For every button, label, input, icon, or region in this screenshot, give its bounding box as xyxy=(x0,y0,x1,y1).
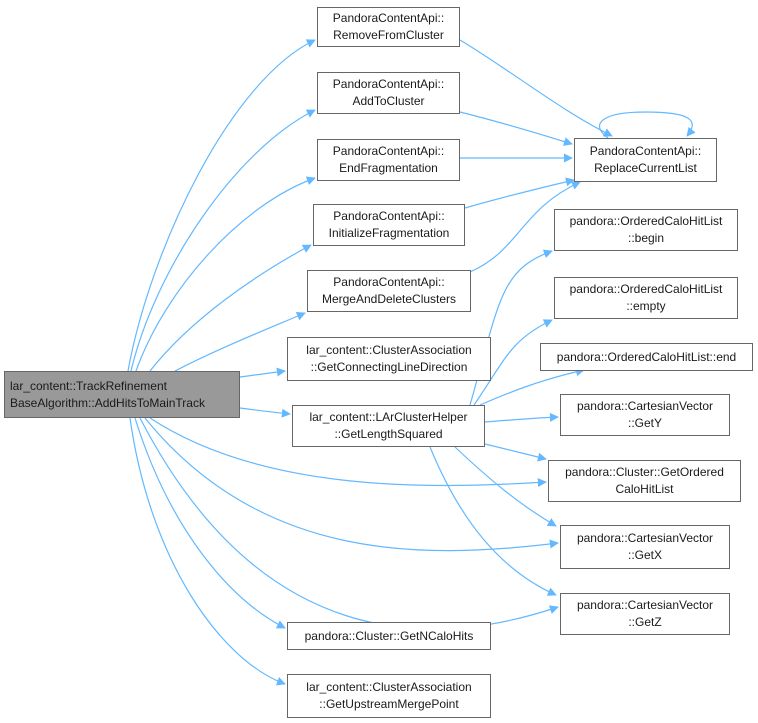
edge-root-get-ordered-calo-hit-list xyxy=(149,417,547,488)
edge-add-to-cluster-replace xyxy=(459,111,573,146)
node-remove-from-cluster-line-1: PandoraContentApi:: xyxy=(332,11,445,25)
node-replace-current-list[interactable]: PandoraContentApi:: ReplaceCurrentList xyxy=(574,138,717,182)
node-end-fragmentation[interactable]: PandoraContentApi:: EndFragmentation xyxy=(317,139,460,181)
node-get-length-squared-line-1: lar_content::LArClusterHelper xyxy=(309,410,468,424)
node-get-connecting-line-direction-line-2: ::GetConnectingLineDirection xyxy=(310,360,468,374)
edge-length-squared-end xyxy=(479,367,585,406)
edge-root-get-length-squared xyxy=(239,407,291,418)
node-cartesian-vector-get-z-line-1: pandora::CartesianVector xyxy=(576,598,714,612)
node-ordered-calo-hit-list-begin-line-1: pandora::OrderedCaloHitList xyxy=(569,214,723,228)
node-cartesian-vector-get-y-line-2: ::GetY xyxy=(627,416,662,430)
node-get-n-calo-hits-line-1: pandora::Cluster::GetNCaloHits xyxy=(304,628,474,643)
node-get-ordered-calo-hit-list[interactable]: pandora::Cluster::GetOrdered CaloHitList xyxy=(548,460,741,502)
node-add-to-cluster-line-2: AddToCluster xyxy=(352,94,425,108)
node-remove-from-cluster[interactable]: PandoraContentApi:: RemoveFromCluster xyxy=(317,7,460,47)
node-initialize-fragmentation-line-2: InitializeFragmentation xyxy=(328,226,450,240)
node-initialize-fragmentation[interactable]: PandoraContentApi:: InitializeFragmentat… xyxy=(313,204,465,246)
call-edges xyxy=(127,39,696,686)
node-get-upstream-merge-point-line-1: lar_content::ClusterAssociation xyxy=(306,680,472,694)
node-get-length-squared[interactable]: lar_content::LArClusterHelper ::GetLengt… xyxy=(292,405,485,447)
node-get-length-squared-line-2: ::GetLengthSquared xyxy=(334,427,443,441)
node-initialize-fragmentation-line-1: PandoraContentApi:: xyxy=(333,209,445,223)
edge-root-get-upstream-merge-point xyxy=(129,417,286,686)
node-cartesian-vector-get-z-line-2: ::GetZ xyxy=(628,615,662,629)
node-ordered-calo-hit-list-begin-line-2: ::begin xyxy=(627,231,665,245)
node-add-to-cluster-line-1: PandoraContentApi:: xyxy=(332,77,445,91)
node-end-fragmentation-line-2: EndFragmentation xyxy=(339,161,438,175)
node-cartesian-vector-get-y-line-1: pandora::CartesianVector xyxy=(576,399,714,413)
node-cartesian-vector-get-y[interactable]: pandora::CartesianVector ::GetY xyxy=(560,394,730,436)
edge-root-merge-and-delete-clusters xyxy=(174,312,306,372)
edge-length-squared-ordered-list xyxy=(484,443,547,462)
node-get-upstream-merge-point[interactable]: lar_content::ClusterAssociation ::GetUps… xyxy=(287,674,491,718)
node-root-line-2: BaseAlgorithm::AddHitsToMainTrack xyxy=(10,395,205,410)
node-cartesian-vector-get-x-line-1: pandora::CartesianVector xyxy=(576,531,714,545)
edge-root-initialize-fragmentation xyxy=(149,244,312,372)
node-replace-current-list-line-1: PandoraContentApi:: xyxy=(589,144,702,158)
edge-root-get-n-calo-hits xyxy=(134,417,286,629)
node-merge-and-delete-clusters-line-1: PandoraContentApi:: xyxy=(333,275,445,289)
edge-root-get-connecting-line xyxy=(239,367,286,378)
node-add-to-cluster[interactable]: PandoraContentApi:: AddToCluster xyxy=(317,72,460,114)
node-get-n-calo-hits[interactable]: pandora::Cluster::GetNCaloHits xyxy=(287,622,491,650)
edge-length-squared-get-z xyxy=(429,446,557,596)
edge-merge-and-delete-replace xyxy=(469,181,581,273)
node-merge-and-delete-clusters[interactable]: PandoraContentApi:: MergeAndDeleteCluste… xyxy=(307,270,471,312)
edge-length-squared-get-y xyxy=(484,412,559,423)
node-get-connecting-line-direction-line-1: lar_content::ClusterAssociation xyxy=(306,343,472,357)
node-ordered-calo-hit-list-end-line-1: pandora::OrderedCaloHitList::end xyxy=(556,349,737,364)
node-get-ordered-calo-hit-list-line-1: pandora::Cluster::GetOrdered xyxy=(565,465,724,479)
node-ordered-calo-hit-list-begin[interactable]: pandora::OrderedCaloHitList ::begin xyxy=(554,209,738,251)
node-replace-current-list-line-2: ReplaceCurrentList xyxy=(594,161,697,175)
node-remove-from-cluster-line-2: RemoveFromCluster xyxy=(333,28,444,42)
node-ordered-calo-hit-list-end[interactable]: pandora::OrderedCaloHitList::end xyxy=(540,343,753,371)
edge-root-remove-from-cluster xyxy=(127,39,316,372)
node-root: lar_content::TrackRefinement BaseAlgorit… xyxy=(4,371,240,418)
node-ordered-calo-hit-list-empty-line-1: pandora::OrderedCaloHitList xyxy=(569,282,723,296)
edge-root-get-x xyxy=(144,417,559,552)
node-ordered-calo-hit-list-empty-line-2: ::empty xyxy=(626,299,666,313)
edge-initialize-fragmentation-replace xyxy=(464,177,575,209)
node-ordered-calo-hit-list-empty[interactable]: pandora::OrderedCaloHitList ::empty xyxy=(554,277,738,319)
edge-length-squared-empty xyxy=(473,319,553,406)
node-end-fragmentation-line-1: PandoraContentApi:: xyxy=(332,144,445,158)
node-cartesian-vector-get-x[interactable]: pandora::CartesianVector ::GetX xyxy=(560,525,730,569)
node-cartesian-vector-get-z[interactable]: pandora::CartesianVector ::GetZ xyxy=(560,593,730,635)
edge-root-end-fragmentation xyxy=(135,176,316,372)
node-cartesian-vector-get-x-line-2: ::GetX xyxy=(627,548,662,562)
node-get-connecting-line-direction[interactable]: lar_content::ClusterAssociation ::GetCon… xyxy=(287,337,491,381)
edge-root-add-to-cluster xyxy=(130,109,316,372)
edge-length-squared-get-x xyxy=(454,446,557,527)
edge-remove-from-cluster-replace xyxy=(459,39,613,137)
node-root-line-1: lar_content::TrackRefinement xyxy=(10,378,167,393)
node-get-upstream-merge-point-line-2: ::GetUpstreamMergePoint xyxy=(319,697,459,711)
node-merge-and-delete-clusters-line-2: MergeAndDeleteClusters xyxy=(321,292,457,306)
edge-replace-self-loop xyxy=(598,111,696,139)
edge-root-get-z xyxy=(139,417,559,630)
node-get-ordered-calo-hit-list-line-2: CaloHitList xyxy=(615,482,674,496)
